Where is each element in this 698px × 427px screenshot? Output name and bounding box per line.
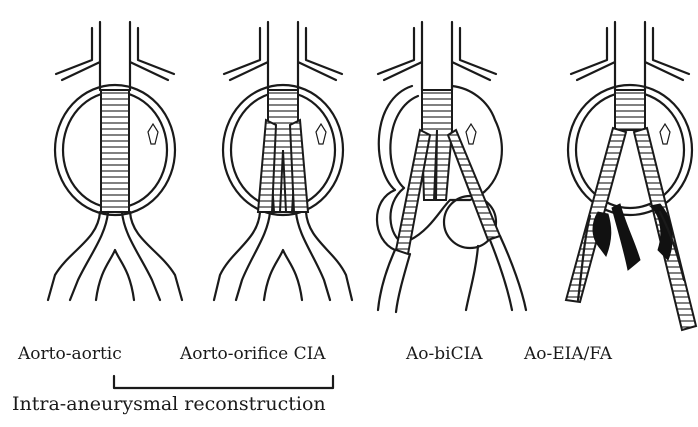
bracket-label: Intra-aneurysmal reconstruction <box>12 393 326 415</box>
panel-aorto-aortic <box>48 22 182 300</box>
panel-ao-bicia <box>377 22 526 312</box>
caption-aorto-aortic: Aorto-aortic <box>18 344 122 364</box>
caption-aorto-orifice-cia: Aorto-orifice CIA <box>180 344 326 364</box>
caption-ao-eia-fa: Ao-EIA/FA <box>524 344 612 364</box>
grouping-bracket <box>114 376 333 388</box>
panel-ao-eia-fa <box>566 22 696 330</box>
panel-aorto-orifice-cia <box>214 22 352 300</box>
caption-ao-bicia: Ao-biCIA <box>406 344 483 364</box>
